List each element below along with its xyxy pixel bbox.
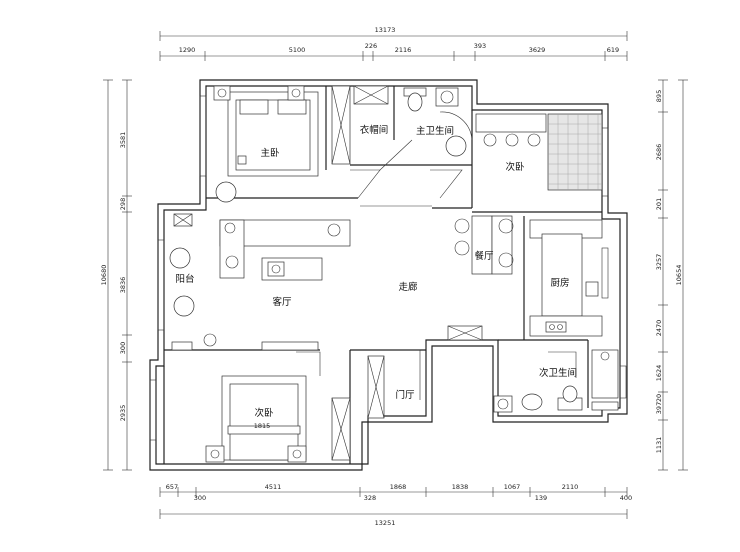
living-room-furniture bbox=[169, 213, 351, 351]
room-living-room: 客厅 bbox=[272, 296, 292, 308]
dim-bottom-a-1: 4511 bbox=[265, 483, 282, 491]
room-master-bedroom: 主卧 bbox=[260, 147, 280, 159]
dim-top-seg-5: 3629 bbox=[529, 46, 546, 54]
dim-bottom-b-2: 139 bbox=[535, 494, 547, 502]
room-master-bathroom: 主卫生间 bbox=[416, 125, 454, 137]
doors bbox=[350, 139, 463, 207]
bottom-bedroom-furniture bbox=[205, 351, 351, 463]
room-balcony: 阳台 bbox=[175, 273, 194, 285]
dim-bottom-a-3: 1838 bbox=[452, 483, 469, 491]
dim-top-seg-4: 393 bbox=[474, 42, 486, 50]
dim-top-seg-2: 226 bbox=[365, 42, 377, 50]
dim-top-seg-6: 619 bbox=[607, 46, 619, 54]
closet-wardrobes bbox=[331, 85, 389, 165]
dim-bottom-a-5: 2110 bbox=[562, 483, 579, 491]
master-bath-fixtures bbox=[403, 87, 473, 157]
master-armchair bbox=[215, 181, 237, 203]
room-corridor: 走廊 bbox=[398, 281, 418, 293]
dining-furniture bbox=[447, 215, 514, 341]
dim-bottom-a-4: 1067 bbox=[504, 483, 521, 491]
dim-top-total: 13173 bbox=[375, 26, 396, 34]
dim-right-seg-2: 201 bbox=[655, 198, 663, 210]
room-second-bedroom-top: 次卧 bbox=[505, 161, 525, 173]
dim-right-seg-0: 895 bbox=[655, 90, 663, 102]
room-second-bathroom: 次卫生间 bbox=[539, 367, 577, 379]
second-bath-fixtures bbox=[493, 349, 619, 413]
dim-right-seg-5: 1624 bbox=[655, 365, 663, 382]
bed-width-label: 1815 bbox=[254, 422, 271, 430]
dim-bottom-b-1: 328 bbox=[364, 494, 376, 502]
dim-right-seg-3: 3257 bbox=[655, 254, 663, 271]
dim-left-seg-0: 3581 bbox=[119, 132, 127, 149]
room-second-bedroom-bottom: 次卧 bbox=[254, 407, 274, 419]
dim-left-seg-2: 3836 bbox=[119, 277, 127, 294]
dim-left-seg-1: 298 bbox=[119, 198, 127, 210]
dim-right-seg-8: 1131 bbox=[655, 437, 663, 454]
dim-right-seg-4: 2470 bbox=[655, 320, 663, 337]
dim-bottom-b-0: 300 bbox=[194, 494, 206, 502]
room-walk-in-closet: 衣帽间 bbox=[360, 124, 389, 136]
kitchen-furniture bbox=[529, 219, 603, 337]
dimension-lines bbox=[103, 31, 688, 519]
dim-right-seg-6: 20 bbox=[655, 394, 663, 402]
room-dining-room: 餐厅 bbox=[474, 250, 494, 262]
dim-top-seg-1: 5100 bbox=[289, 46, 306, 54]
dim-right-total: 10654 bbox=[675, 265, 683, 286]
master-bed bbox=[213, 85, 319, 177]
dim-bottom-a-0: 657 bbox=[166, 483, 178, 491]
dim-top-seg-0: 1290 bbox=[179, 46, 196, 54]
windows bbox=[149, 95, 627, 441]
room-foyer: 门厅 bbox=[395, 389, 415, 401]
dim-right-seg-1: 2686 bbox=[655, 144, 663, 161]
top-right-bedroom-furniture bbox=[475, 113, 603, 191]
foyer-furniture bbox=[367, 349, 421, 419]
dim-bottom-total: 13251 bbox=[375, 519, 396, 527]
dim-left-seg-3: 300 bbox=[119, 342, 127, 354]
dim-right-seg-7: 397 bbox=[655, 402, 663, 414]
dim-bottom-b-3: 400 bbox=[620, 494, 632, 502]
dim-left-seg-4: 2935 bbox=[119, 405, 127, 422]
dim-left-total: 10680 bbox=[100, 265, 108, 286]
dim-bottom-a-2: 1868 bbox=[390, 483, 407, 491]
room-kitchen: 厨房 bbox=[550, 277, 569, 289]
dim-top-seg-3: 2116 bbox=[395, 46, 412, 54]
